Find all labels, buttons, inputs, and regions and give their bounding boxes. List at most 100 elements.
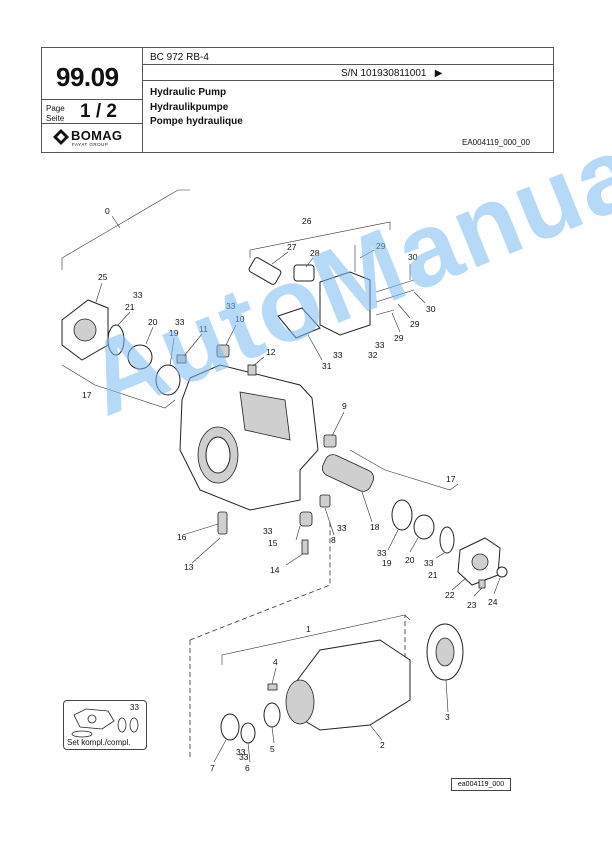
callout-labels: 0 26 27 28 29 30 25 33 21 20 33 19 11 33…: [82, 206, 498, 773]
shaft: [322, 454, 374, 492]
callout-label: 24: [488, 597, 498, 607]
gasket-set-icon: [71, 708, 139, 738]
pin: [176, 354, 187, 364]
flange-bore: [73, 318, 97, 342]
fitting: [323, 434, 337, 448]
bolt: [375, 279, 415, 293]
plug: [216, 344, 230, 358]
callout-label: 33: [133, 290, 143, 300]
callout-label: 30: [408, 252, 418, 262]
plug: [319, 494, 331, 508]
serial-number: S/N 101930811001 ▶: [341, 68, 443, 79]
arrow-right-icon: ▶: [434, 68, 443, 79]
callout-label: 33: [375, 340, 385, 350]
callout-label: 13: [184, 562, 194, 572]
group-bracket: [221, 614, 411, 665]
valve-cartridge: [248, 257, 282, 285]
page-number: 99.09: [56, 62, 119, 92]
valve-block: [319, 271, 371, 336]
callout-label: 31: [322, 361, 332, 371]
group-dash: [189, 520, 331, 641]
callout-label: 20: [148, 317, 158, 327]
logo-subtitle: FAYAT GROUP: [72, 142, 109, 147]
callout-label: 33: [337, 523, 347, 533]
callout-label: 33: [263, 526, 273, 536]
header-divider: [42, 123, 142, 124]
callout-label: 19: [169, 328, 179, 338]
callout-label: 9: [342, 401, 347, 411]
callout-label: 26: [302, 216, 312, 226]
bearing: [127, 344, 153, 370]
end-plate-bore: [435, 637, 455, 667]
callout-label: 7: [210, 763, 215, 773]
callout-label: 19: [382, 558, 392, 568]
callout-label: 33: [333, 350, 343, 360]
housing-face: [239, 391, 291, 441]
header-divider: [142, 48, 143, 152]
set-number: 33: [130, 703, 139, 712]
o-ring: [107, 324, 125, 356]
callout-label: 17: [446, 474, 456, 484]
title-german: Hydraulikpumpe: [150, 102, 229, 113]
callout-label: 33: [226, 301, 236, 311]
callout-label: 29: [376, 241, 386, 251]
callout-label: 16: [177, 532, 187, 542]
group-bracket: [249, 221, 391, 258]
callout-label: 8: [331, 535, 336, 545]
callout-label: 25: [98, 272, 108, 282]
housing-bore-inner: [205, 436, 231, 474]
set-label: Set kompl./compl.: [67, 738, 131, 747]
model-name: BC 972 RB-4: [150, 52, 209, 63]
cover-bore: [471, 553, 489, 571]
callout-label: 27: [287, 242, 297, 252]
page-label: Page Seite: [46, 104, 65, 123]
header-block: 99.09 Page Seite 1 / 2 BOMAG FAYAT GROUP…: [41, 47, 554, 153]
seal-ring: [155, 364, 181, 396]
o-ring: [439, 526, 455, 554]
callout-label: 20: [405, 555, 415, 565]
screw: [478, 579, 486, 589]
valve: [293, 264, 315, 282]
bearing: [413, 514, 435, 540]
group-bracket: [349, 449, 459, 491]
callout-label: 18: [370, 522, 380, 532]
callout-label: 32: [368, 350, 378, 360]
drawing-code: ea004119_000: [451, 778, 511, 791]
callout-label: 29: [410, 319, 420, 329]
screw: [217, 511, 228, 535]
callout-label: 21: [125, 302, 135, 312]
seal-ring: [391, 499, 413, 531]
set-complete-box: 33 Set kompl./compl.: [63, 700, 147, 750]
callout-label: 29: [394, 333, 404, 343]
title-french: Pompe hydraulique: [150, 116, 243, 127]
callout-label: 15: [268, 538, 278, 548]
bomag-logo-icon: [53, 129, 69, 145]
callout-label: 6: [245, 763, 250, 773]
group-bracket: [61, 189, 190, 270]
circlip: [220, 713, 240, 741]
key: [267, 683, 278, 691]
callout-label: 14: [270, 565, 280, 575]
callout-label: 30: [426, 304, 436, 314]
callout-label: 17: [82, 390, 92, 400]
callout-leaders: [95, 215, 501, 763]
callout-label: 3: [445, 712, 450, 722]
screw: [301, 539, 309, 555]
callout-label: 5: [270, 744, 275, 754]
callout-label: 21: [428, 570, 438, 580]
callout-label: 33: [175, 317, 185, 327]
plug: [299, 511, 313, 527]
callout-label: 33: [424, 558, 434, 568]
title-english: Hydraulic Pump: [150, 87, 227, 98]
page-fraction: 1 / 2: [80, 101, 117, 122]
header-divider: [142, 64, 554, 65]
callout-label: 28: [310, 248, 320, 258]
callout-label: 12: [266, 347, 276, 357]
callout-label: 4: [273, 657, 278, 667]
motor-face: [285, 679, 315, 725]
callout-label: 33: [239, 752, 249, 762]
callout-label: 2: [380, 740, 385, 750]
callout-label: 22: [445, 590, 455, 600]
